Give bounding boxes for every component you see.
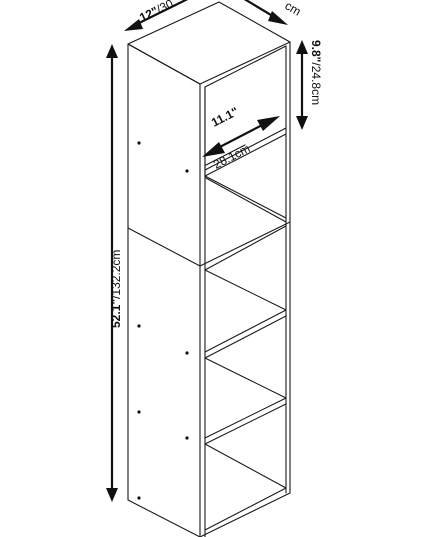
screw-dot <box>185 436 189 440</box>
screw-dot <box>185 351 189 355</box>
screw-dot <box>137 496 141 500</box>
bookcase-frame <box>127 1 291 537</box>
screw-dot <box>185 169 189 173</box>
left-side-panel <box>127 43 201 537</box>
shelf-3 <box>204 269 287 359</box>
width-arrow <box>124 0 189 31</box>
screw-dot <box>137 324 141 328</box>
total-height-label: 52.1"/132.2cm <box>109 250 123 328</box>
shelf-2 <box>204 175 287 223</box>
unit-seam-side <box>127 227 201 267</box>
shelf-depth-arrow <box>202 116 280 157</box>
back-panel-top-edge <box>204 45 287 88</box>
depth-arrow <box>243 0 288 25</box>
depth-label: cm <box>283 0 304 19</box>
width-label: 12"/30. <box>137 0 178 25</box>
unit-seam-front-inner <box>204 225 287 271</box>
screw-dot <box>137 410 141 414</box>
shelf-5 <box>204 443 287 531</box>
shelf-height-label: 9.8"/24.8cm <box>309 40 323 105</box>
front-bottom-edge <box>199 492 291 537</box>
total-height-arrow <box>106 44 118 502</box>
unit-seam-front <box>199 221 291 267</box>
shelf-4 <box>204 357 287 445</box>
shelf-height-arrow <box>296 40 308 130</box>
shelf-depth-imperial-label: 11.1" <box>209 104 241 129</box>
shelf-1 <box>204 86 287 177</box>
screw-dot <box>137 141 141 145</box>
